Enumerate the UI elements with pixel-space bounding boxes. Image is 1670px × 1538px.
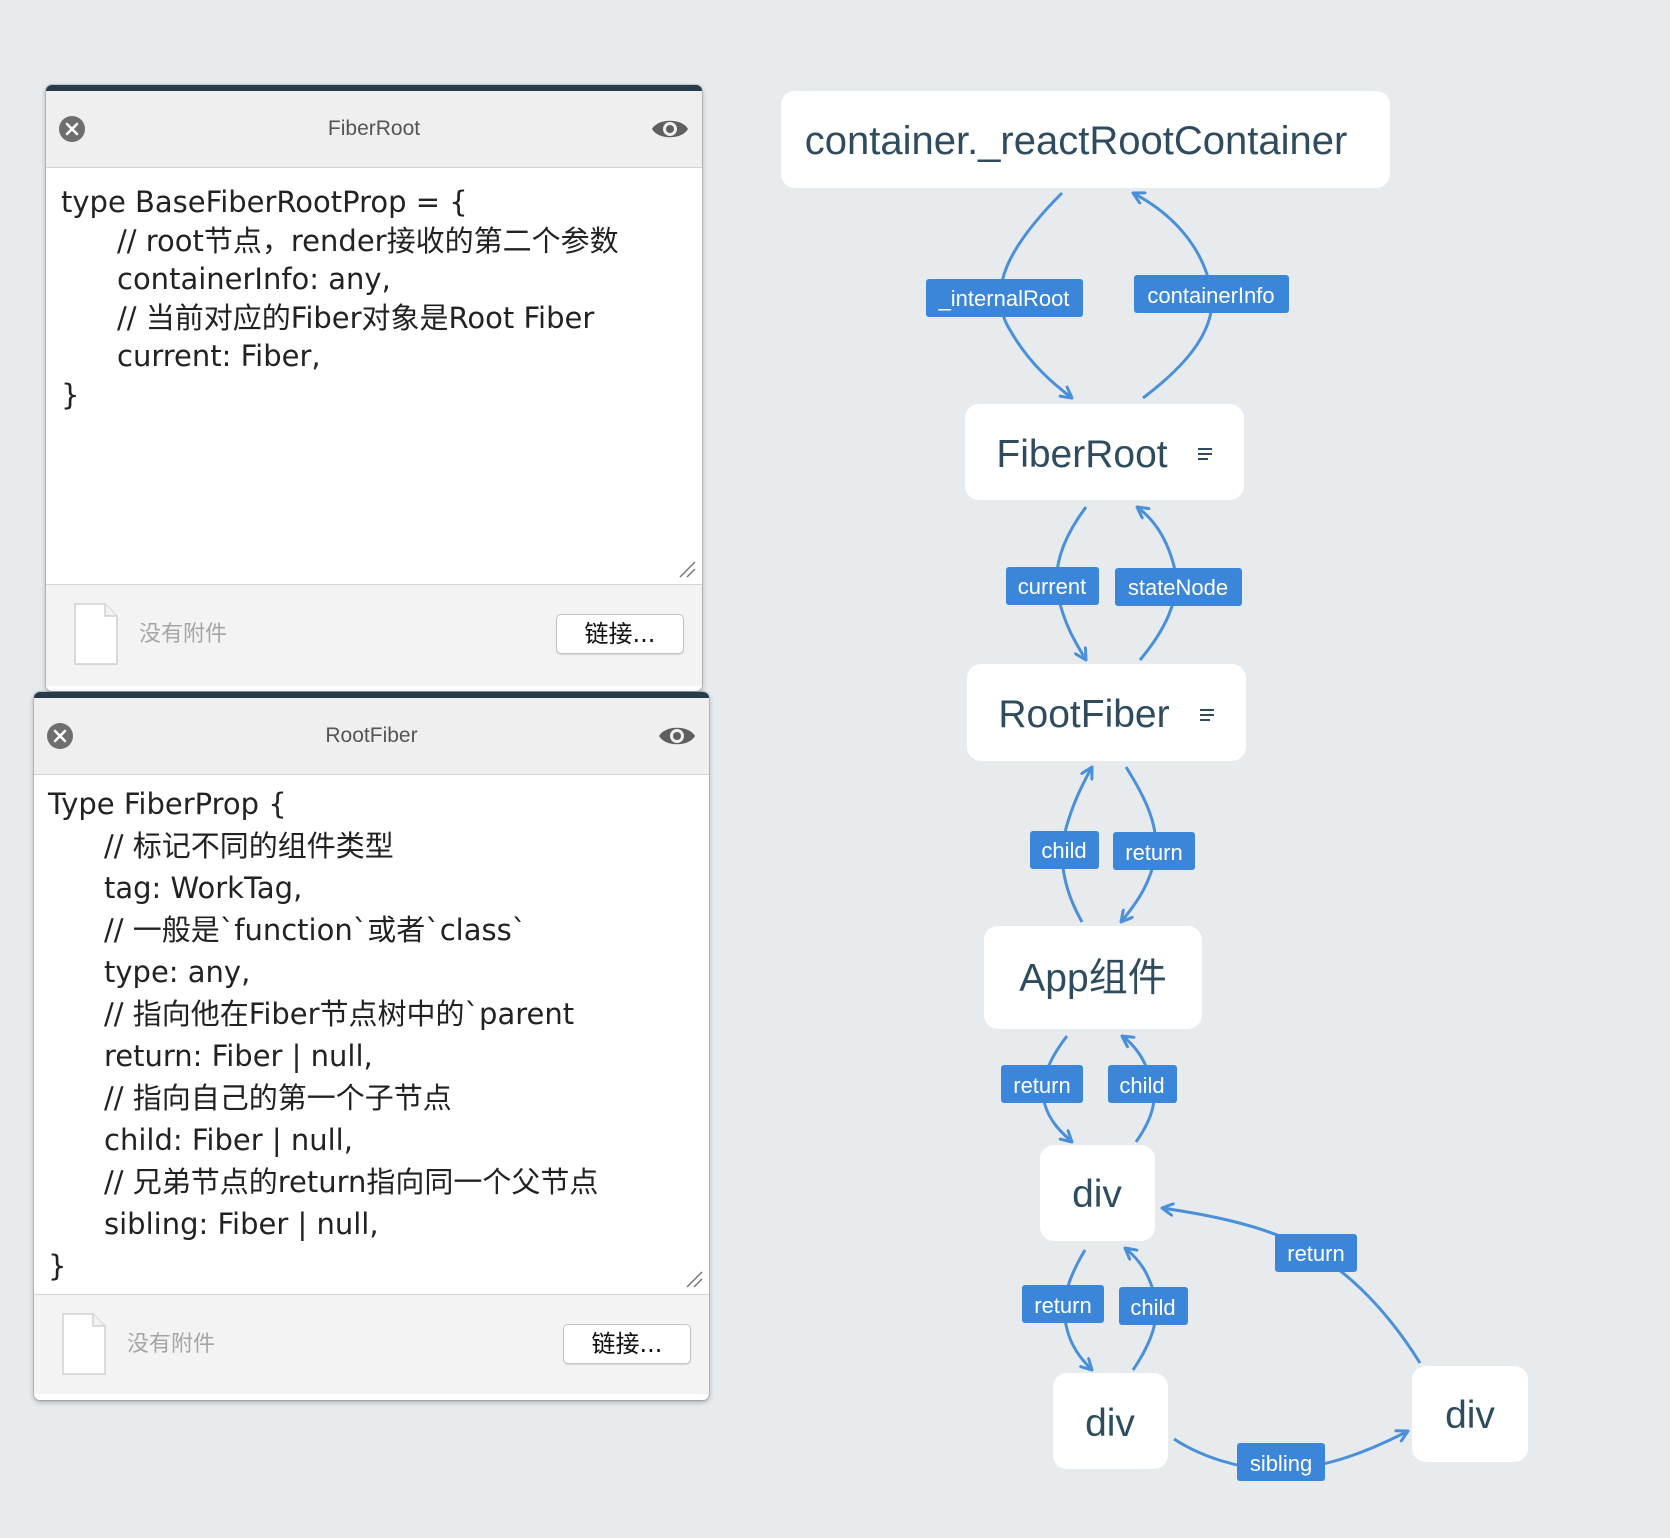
edge-label-child: child <box>1030 831 1099 869</box>
edge-label-return: return <box>1113 832 1195 870</box>
edge-label-current: current <box>1006 567 1099 605</box>
node-app[interactable]: App组件 <box>984 926 1202 1029</box>
blank-file-icon <box>74 603 118 665</box>
code-line: type: any, <box>104 955 251 989</box>
code-block: Type FiberProp { // 标记不同的组件类型 tag: WorkT… <box>34 775 709 1287</box>
eye-icon[interactable] <box>657 721 697 751</box>
code-line: Type FiberProp { <box>48 787 287 821</box>
note-body[interactable]: Type FiberProp { // 标记不同的组件类型 tag: WorkT… <box>34 775 709 1294</box>
node-div-child[interactable]: div <box>1053 1373 1168 1469</box>
edge-label-text: child <box>1130 1295 1175 1320</box>
attachment-bar: 没有附件 链接... <box>34 1294 709 1394</box>
code-line: sibling: Fiber | null, <box>104 1207 379 1241</box>
edge-label-state-node: stateNode <box>1115 568 1242 606</box>
resize-grip-icon[interactable] <box>678 560 696 578</box>
code-line: containerInfo: any, <box>117 262 391 296</box>
note-lines-icon[interactable] <box>1198 448 1212 460</box>
panel-header: FiberRoot <box>46 91 702 168</box>
panel-header: RootFiber <box>34 698 709 775</box>
code-line: child: Fiber | null, <box>104 1123 353 1157</box>
edge-label-text: child <box>1119 1073 1164 1098</box>
code-line: tag: WorkTag, <box>104 871 303 905</box>
edge-label-text: containerInfo <box>1147 283 1274 308</box>
note-body[interactable]: type BaseFiberRootProp = { // root节点，ren… <box>46 168 702 584</box>
close-icon[interactable] <box>58 115 86 143</box>
code-block: type BaseFiberRootProp = { // root节点，ren… <box>46 168 702 414</box>
code-line: // 指向他在Fiber节点树中的`parent <box>104 997 575 1031</box>
code-line: // 兄弟节点的return指向同一个父节点 <box>104 1165 599 1199</box>
panel-title: FiberRoot <box>327 117 421 140</box>
node-div-parent[interactable]: div <box>1040 1145 1155 1241</box>
edge-label-text: return <box>1287 1241 1344 1266</box>
edge-label-text: stateNode <box>1128 575 1228 600</box>
code-line: // 指向自己的第一个子节点 <box>104 1081 452 1115</box>
edge-label-text: _internalRoot <box>938 286 1070 311</box>
code-line: // 标记不同的组件类型 <box>104 829 394 863</box>
code-line: // root节点，render接收的第二个参数 <box>117 223 619 258</box>
edge-label-internal-root: _internalRoot <box>926 279 1083 317</box>
eye-icon[interactable] <box>650 114 690 144</box>
node-div-sibling[interactable]: div <box>1412 1366 1528 1462</box>
code-line: } <box>61 377 80 412</box>
edge-label-text: return <box>1013 1073 1070 1098</box>
node-container[interactable]: container._reactRootContainer <box>781 91 1390 188</box>
edge-internal-root <box>998 191 1072 398</box>
link-button[interactable]: 链接... <box>556 614 684 654</box>
code-line: type BaseFiberRootProp = { <box>61 185 468 219</box>
node-label: container._reactRootContainer <box>805 119 1348 163</box>
edge-app-return <box>1041 1035 1072 1142</box>
node-label: div <box>1445 1394 1495 1437</box>
resize-grip-icon[interactable] <box>685 1270 703 1288</box>
edge-label-sibling: sibling <box>1237 1443 1325 1481</box>
node-label: div <box>1085 1402 1135 1445</box>
node-label: App组件 <box>1019 957 1166 1000</box>
edge-label-div-return-right: return <box>1275 1234 1357 1272</box>
close-icon[interactable] <box>46 722 74 750</box>
blank-file-icon <box>62 1313 106 1375</box>
no-attachment-label: 没有附件 <box>127 1332 216 1357</box>
panel-title: RootFiber <box>325 724 418 747</box>
edge-divchild-return <box>1062 1249 1092 1370</box>
node-fiberroot[interactable]: FiberRoot <box>965 404 1244 500</box>
rootfiber-note-panel: RootFiber Type FiberProp { // 标记不同的组件类型 … <box>34 692 709 1400</box>
edge-label-divchild-return: return <box>1022 1285 1104 1323</box>
node-rootfiber[interactable]: RootFiber <box>967 664 1246 761</box>
code-line: // 当前对应的Fiber对象是Root Fiber <box>117 300 595 335</box>
no-attachment-label: 没有附件 <box>139 622 228 647</box>
edge-label-container-info: containerInfo <box>1134 275 1289 313</box>
edge-label-text: return <box>1125 840 1182 865</box>
edge-label-text: child <box>1041 838 1086 863</box>
attachment-bar: 没有附件 链接... <box>46 584 702 686</box>
node-label: div <box>1072 1173 1122 1216</box>
node-label: RootFiber <box>998 693 1169 736</box>
edge-div-return-right <box>1162 1208 1422 1364</box>
fiberroot-note-panel: FiberRoot type BaseFiberRootProp = { // … <box>46 85 702 691</box>
code-line: } <box>48 1249 67 1283</box>
node-label: FiberRoot <box>996 433 1167 476</box>
code-line: return: Fiber | null, <box>104 1039 373 1073</box>
edge-label-app-return: return <box>1001 1065 1083 1103</box>
edge-label-divchild-child: child <box>1119 1287 1188 1325</box>
edge-label-text: current <box>1018 574 1086 599</box>
code-line: // 一般是`function`或者`class` <box>104 913 527 947</box>
code-line: current: Fiber, <box>117 339 321 373</box>
note-lines-icon[interactable] <box>1200 709 1214 721</box>
edge-label-app-child: child <box>1108 1065 1177 1103</box>
link-button[interactable]: 链接... <box>563 1324 691 1364</box>
edge-label-text: return <box>1034 1293 1091 1318</box>
edge-label-text: sibling <box>1250 1451 1312 1476</box>
